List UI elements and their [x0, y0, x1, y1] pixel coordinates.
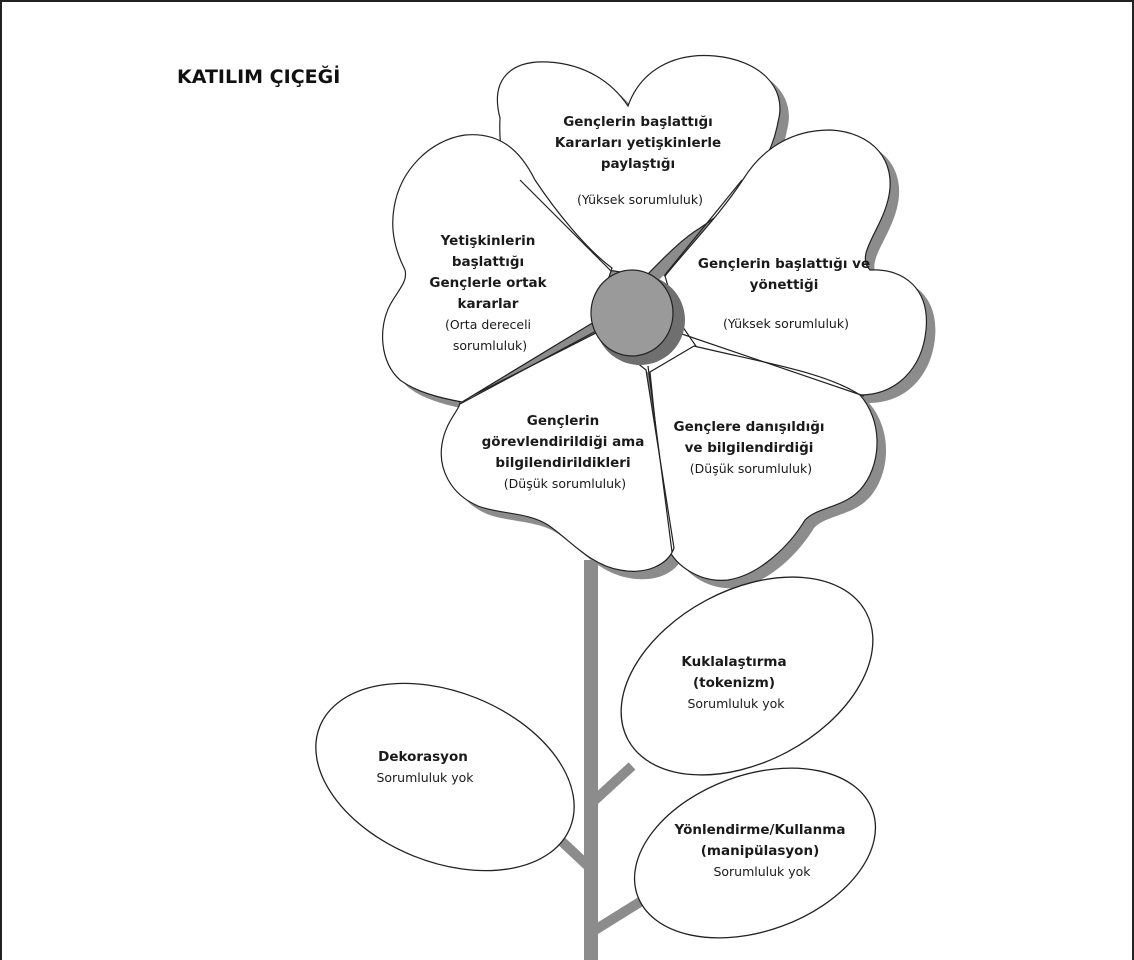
petal-dividers: [459, 179, 865, 553]
leaf-tokenism: [620, 576, 874, 776]
leaf-tokenism-note: Sorumluluk yok: [687, 696, 785, 711]
leaf-manipulation: [633, 767, 877, 939]
leaf-decoration-text: Dekorasyon Sorumluluk yok: [376, 748, 474, 785]
petal-bottom-left-note: (Düşük sorumluluk): [504, 476, 626, 491]
petal-right-line: Gençlerin başlattığı ve: [698, 256, 870, 272]
leaf-tokenism-line: (tokenizm): [693, 675, 775, 691]
petal-left-note: sorumluluk): [453, 338, 527, 353]
diagram-title: KATILIM ÇIÇEĞİ: [177, 64, 340, 88]
petal-top-line: paylaştığı: [601, 156, 675, 172]
petal-bottom-right: [649, 345, 878, 581]
petal-top-text: Gençlerin başlattığı Kararları yetişkinl…: [555, 113, 725, 207]
petal-bottom-right-line: ve bilgilendirdiği: [685, 440, 814, 456]
leaf-manipulation-line: Yönlendirme/Kullanma: [674, 822, 846, 838]
petal-bottom-right-note: (Düşük sorumluluk): [690, 461, 812, 476]
petal-right-note: (Yüksek sorumluluk): [723, 316, 849, 331]
petal-left-line: Gençlerle ortak: [429, 275, 547, 291]
leaf-manipulation-text: Yönlendirme/Kullanma (manipülasyon) Soru…: [674, 821, 850, 879]
petal-bottom-left-line: görevlendirildiği ama: [482, 434, 645, 450]
petal-bottom-left-text: Gençlerin görevlendirildiği ama bilgilen…: [482, 412, 649, 491]
petal-top-note: (Yüksek sorumluluk): [577, 192, 703, 207]
petal-left-text: Yetişkinlerin başlattığı Gençlerle ortak…: [429, 232, 550, 353]
leaf-decoration-line: Dekorasyon: [378, 749, 468, 765]
flower-center: [590, 269, 685, 365]
leaf-decoration: [315, 682, 575, 872]
petal-left-line: başlattığı: [452, 254, 524, 270]
petal-left: [381, 134, 613, 403]
petal-bottom-left: [440, 331, 675, 572]
petal-top-line: Gençlerin başlattığı: [563, 114, 713, 130]
leaf-tokenism-text: Kuklalaştırma (tokenizm) Sorumluluk yok: [681, 653, 790, 711]
leaf-decoration-note: Sorumluluk yok: [376, 770, 474, 785]
leaf-manipulation-note: Sorumluluk yok: [713, 864, 811, 879]
stem: [552, 560, 643, 960]
petal-bottom-left-line: Gençlerin: [527, 413, 600, 429]
petal-top-line: Kararları yetişkinlerle: [555, 135, 721, 151]
petal-left-note: (Orta dereceli: [445, 317, 531, 332]
petal-bottom-right-line: Gençlere danışıldığı: [673, 419, 824, 435]
leaf-tokenism-line: Kuklalaştırma: [681, 654, 786, 670]
petal-left-line: kararlar: [458, 296, 519, 312]
petal-bottom-left-line: bilgilendirildikleri: [495, 455, 630, 471]
petal-left-line: Yetişkinlerin: [440, 233, 536, 249]
leaf-manipulation-line: (manipülasyon): [701, 843, 820, 859]
petal-bottom-right-text: Gençlere danışıldığı ve bilgilendirdiği …: [673, 418, 828, 476]
petal-right-text: Gençlerin başlattığı ve yönettiği (Yükse…: [698, 255, 874, 331]
petal-right-line: yönettiği: [750, 277, 819, 293]
